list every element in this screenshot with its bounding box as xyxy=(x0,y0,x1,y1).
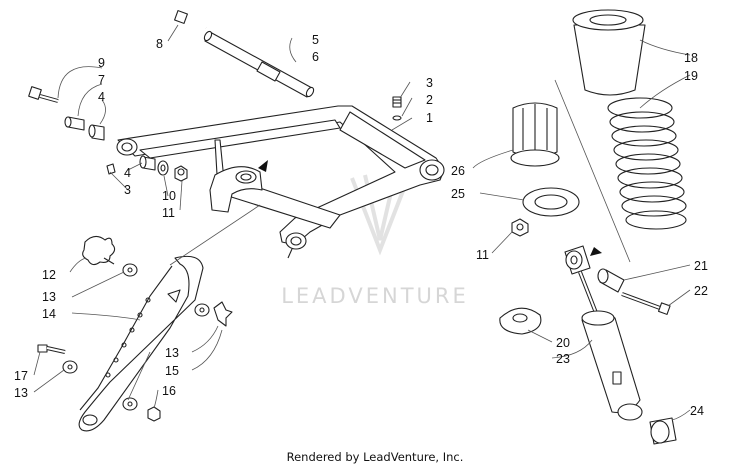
grease-fitting-part-3-left xyxy=(106,163,116,175)
callout-label: 8 xyxy=(156,37,163,51)
shock-boot-part-18 xyxy=(572,9,646,96)
callout-label: 1 xyxy=(426,111,433,125)
shaft-part-5 xyxy=(203,30,315,98)
bolt-part-8 xyxy=(174,10,207,29)
callout-label: 18 xyxy=(684,51,698,65)
callout-label: 11 xyxy=(476,248,489,262)
callout-label: 26 xyxy=(451,164,465,178)
callout-label: 17 xyxy=(14,369,28,383)
callout-label: 20 xyxy=(556,336,570,350)
knob-part-12 xyxy=(82,235,116,266)
limiter-strap-part-14 xyxy=(78,255,204,432)
callout-label: 7 xyxy=(98,73,105,87)
watermark-text: LEADVENTURE xyxy=(281,284,469,308)
spring-alignment-line xyxy=(554,79,631,263)
callout-label: 22 xyxy=(694,284,708,298)
bushing-part-24 xyxy=(649,417,677,445)
leader-lines xyxy=(33,24,691,421)
callout-label: 5 xyxy=(312,33,319,47)
bolt-part-22 xyxy=(621,292,671,315)
bushing-part-4b xyxy=(139,155,156,171)
callout-label: 23 xyxy=(556,352,570,366)
nut-part-16 xyxy=(147,406,161,422)
callout-numbers: 8 5 6 3 2 1 9 7 4 4 3 10 11 18 19 26 25 … xyxy=(14,33,708,418)
callout-label: 19 xyxy=(684,69,698,83)
callout-label: 4 xyxy=(124,166,131,180)
callout-label: 3 xyxy=(124,183,131,197)
callout-label: 15 xyxy=(165,364,179,378)
washer-part-10 xyxy=(157,160,169,176)
nut-part-11-left xyxy=(174,165,188,182)
callout-label: 10 xyxy=(162,189,176,203)
bushing-part-21 xyxy=(597,268,625,293)
spring-retainer-part-26 xyxy=(510,102,560,167)
callout-label: 9 xyxy=(98,56,105,70)
callout-label: 4 xyxy=(98,90,105,104)
callout-label: 6 xyxy=(312,50,319,64)
wing-nut-part-15 xyxy=(213,301,233,327)
spring-seat-part-25 xyxy=(522,187,580,217)
washer-part-13-bottom-left xyxy=(62,360,78,374)
shock-upper-eye xyxy=(564,245,602,275)
washer-part-13-right xyxy=(194,303,210,317)
callout-label: 13 xyxy=(165,346,179,360)
shock-body-part-23 xyxy=(578,271,643,421)
strap-alignment-line xyxy=(169,204,261,266)
swing-arm-frame-part-1 xyxy=(116,105,445,259)
callout-label: 16 xyxy=(162,384,176,398)
callout-label: 21 xyxy=(694,259,708,273)
callout-label: 25 xyxy=(451,187,465,201)
callout-label: 12 xyxy=(42,268,56,282)
spring-part-19 xyxy=(607,97,687,230)
callout-label: 13 xyxy=(42,290,56,304)
callout-label: 3 xyxy=(426,76,433,90)
swing-arm-assembly xyxy=(28,10,445,432)
washer-part-13-bottom xyxy=(122,397,138,411)
callout-label: 13 xyxy=(14,386,28,400)
shock-assembly xyxy=(499,9,687,445)
bushing-part-4a xyxy=(88,124,105,141)
callout-label: 11 xyxy=(162,206,175,220)
washer-part-13-top xyxy=(122,263,138,277)
credit-line: Rendered by LeadVenture, Inc. xyxy=(286,450,464,464)
spring-keeper-part-20 xyxy=(499,307,542,335)
grease-fitting-part-3 xyxy=(392,96,402,121)
bolt-part-17 xyxy=(37,344,66,354)
callout-label: 14 xyxy=(42,307,56,321)
spacer-part-7 xyxy=(64,116,85,131)
nut-part-11-right xyxy=(511,218,529,237)
callout-label: 24 xyxy=(690,404,704,418)
callout-label: 2 xyxy=(426,93,433,107)
bolt-part-9 xyxy=(28,86,59,103)
